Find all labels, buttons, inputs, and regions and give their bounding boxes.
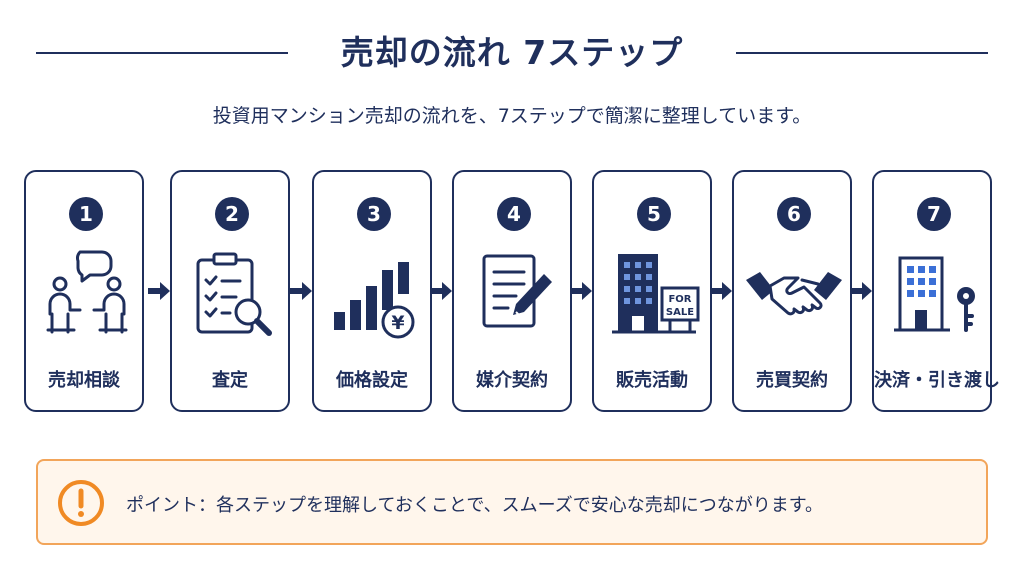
arrow-right-icon: [710, 282, 732, 300]
contract-pen-icon: [482, 254, 552, 328]
step-label: 販売活動: [616, 370, 688, 391]
step-card-6: 6 売買契約: [732, 170, 852, 412]
building-key-icon: [894, 256, 975, 332]
step-card-4: 4 媒介契約: [452, 170, 572, 412]
step-card-7: 7 決済・引き渡し: [872, 170, 1000, 412]
point-callout: ポイント：各ステップを理解しておくことで、スムーズで安心な売却につながります。: [36, 459, 988, 545]
step-card-5: 5 FOR SALE 販売活動: [592, 170, 712, 412]
arrow-right-icon: [570, 282, 592, 300]
building-for-sale-icon: FOR SALE: [612, 254, 700, 334]
title-divider-right: [736, 52, 988, 54]
title-divider-left: [36, 52, 288, 54]
yen-symbol: ¥: [391, 312, 404, 334]
step-number-badge: 6: [777, 197, 811, 231]
step-number-badge: 2: [215, 197, 249, 231]
arrow-right-icon: [148, 282, 170, 300]
step-number-badge: 5: [637, 197, 671, 231]
sign-text-line1: FOR: [668, 294, 691, 305]
step-label: 査定: [212, 370, 248, 391]
arrow-right-icon: [430, 282, 452, 300]
arrow-right-icon: [290, 282, 312, 300]
page-title: 売却の流れ 7ステップ: [340, 33, 684, 72]
step-number-badge: 4: [497, 197, 531, 231]
step-number-badge: 7: [917, 197, 951, 231]
arrow-right-icon: [850, 282, 872, 300]
step-number-badge: 3: [357, 197, 391, 231]
step-label: 売買契約: [756, 370, 828, 391]
step-card-1: 1 売却相談: [24, 170, 144, 412]
step-label: 価格設定: [336, 370, 408, 391]
step-label: 売却相談: [48, 370, 120, 391]
clipboard-search-icon: [196, 252, 272, 336]
sign-text-line2: SALE: [666, 307, 694, 318]
step-label: 媒介契約: [476, 370, 548, 391]
handshake-icon: [746, 272, 842, 316]
bar-chart-yen-icon: ¥: [334, 262, 415, 339]
step-label: 決済・引き渡し: [874, 370, 1000, 391]
consultation-icon: [46, 250, 128, 334]
step-card-3: 3 ¥ 価格設定: [312, 170, 432, 412]
step-number-badge: 1: [69, 197, 103, 231]
steps-flow: 1 売却相談 2: [0, 168, 1024, 416]
exclamation-icon: [58, 480, 104, 526]
step-card-2: 2 査定: [170, 170, 290, 412]
title-row: 売却の流れ 7ステップ: [0, 22, 1024, 82]
page-subtitle: 投資用マンション売却の流れを、7ステップで簡潔に整理しています。: [212, 105, 812, 127]
point-text: ポイント：各ステップを理解しておくことで、スムーズで安心な売却につながります。: [126, 495, 823, 516]
